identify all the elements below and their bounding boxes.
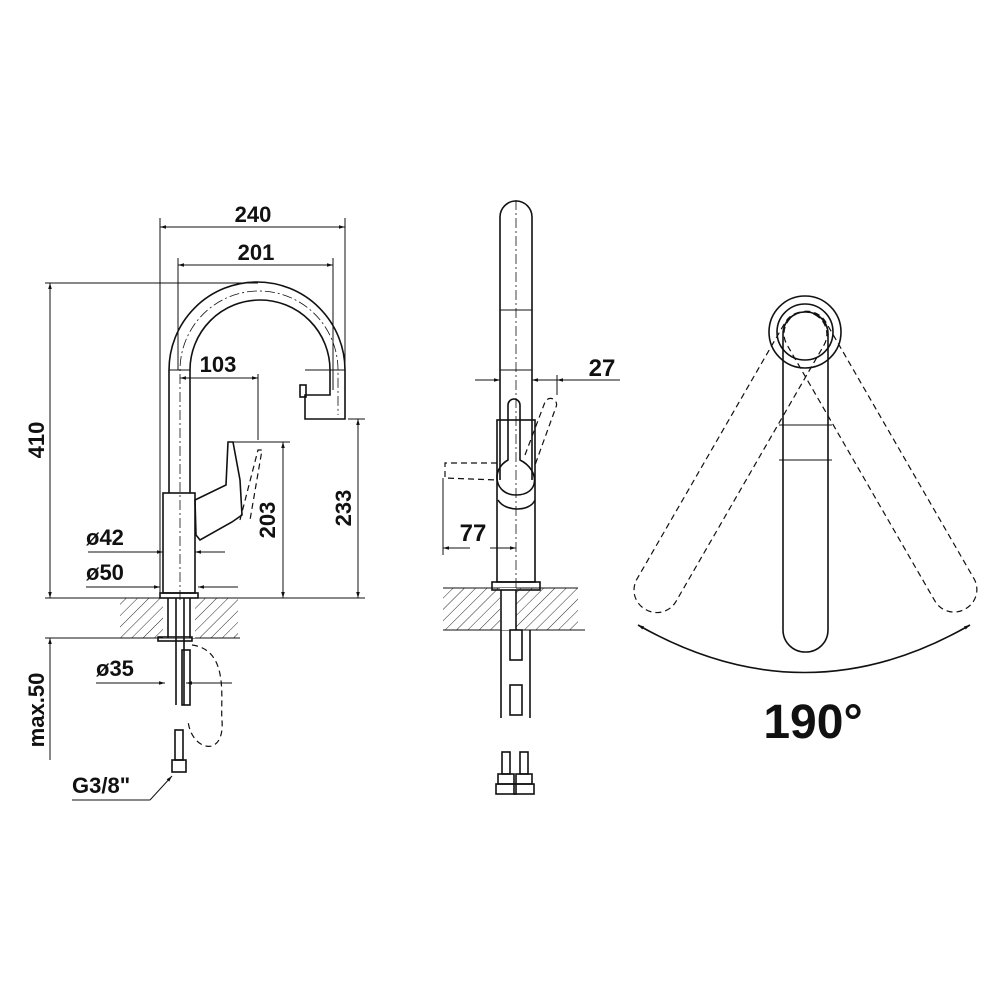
front-view: 27 77 [442, 200, 620, 795]
swivel-arc [637, 624, 971, 674]
dim-spout-width: 27 [589, 355, 616, 382]
dim-spout-reach: 201 [238, 240, 275, 265]
faucet-body [162, 492, 196, 594]
base-circle [768, 295, 842, 369]
swivel-left-position [633, 311, 828, 614]
label-connection-thread: G3/8" [72, 773, 130, 798]
side-view: 240 201 410 103 203 233 ø42 ø50 max.50 ø… [24, 202, 365, 801]
dim-height-total: 410 [24, 422, 49, 459]
connector-hoses [495, 751, 535, 795]
dim-width-total: 240 [235, 202, 272, 227]
spout-outline [168, 281, 346, 493]
spout-top [782, 311, 829, 653]
dim-body-diameter: ø42 [86, 525, 124, 550]
swivel-right-position [783, 310, 978, 613]
dim-lever-offset: 77 [460, 520, 487, 547]
dim-countertop-thickness: max.50 [24, 673, 49, 748]
dim-lever-reach: 103 [200, 352, 237, 377]
dim-lever-height: 203 [255, 502, 280, 539]
dim-base-diameter: ø50 [86, 560, 124, 585]
top-view: 190° [633, 295, 978, 749]
swivel-angle-label: 190° [763, 696, 862, 749]
lever-front [496, 398, 536, 496]
dim-hole-diameter: ø35 [96, 656, 134, 681]
dim-outlet-height: 233 [331, 490, 356, 527]
lever [194, 441, 243, 542]
